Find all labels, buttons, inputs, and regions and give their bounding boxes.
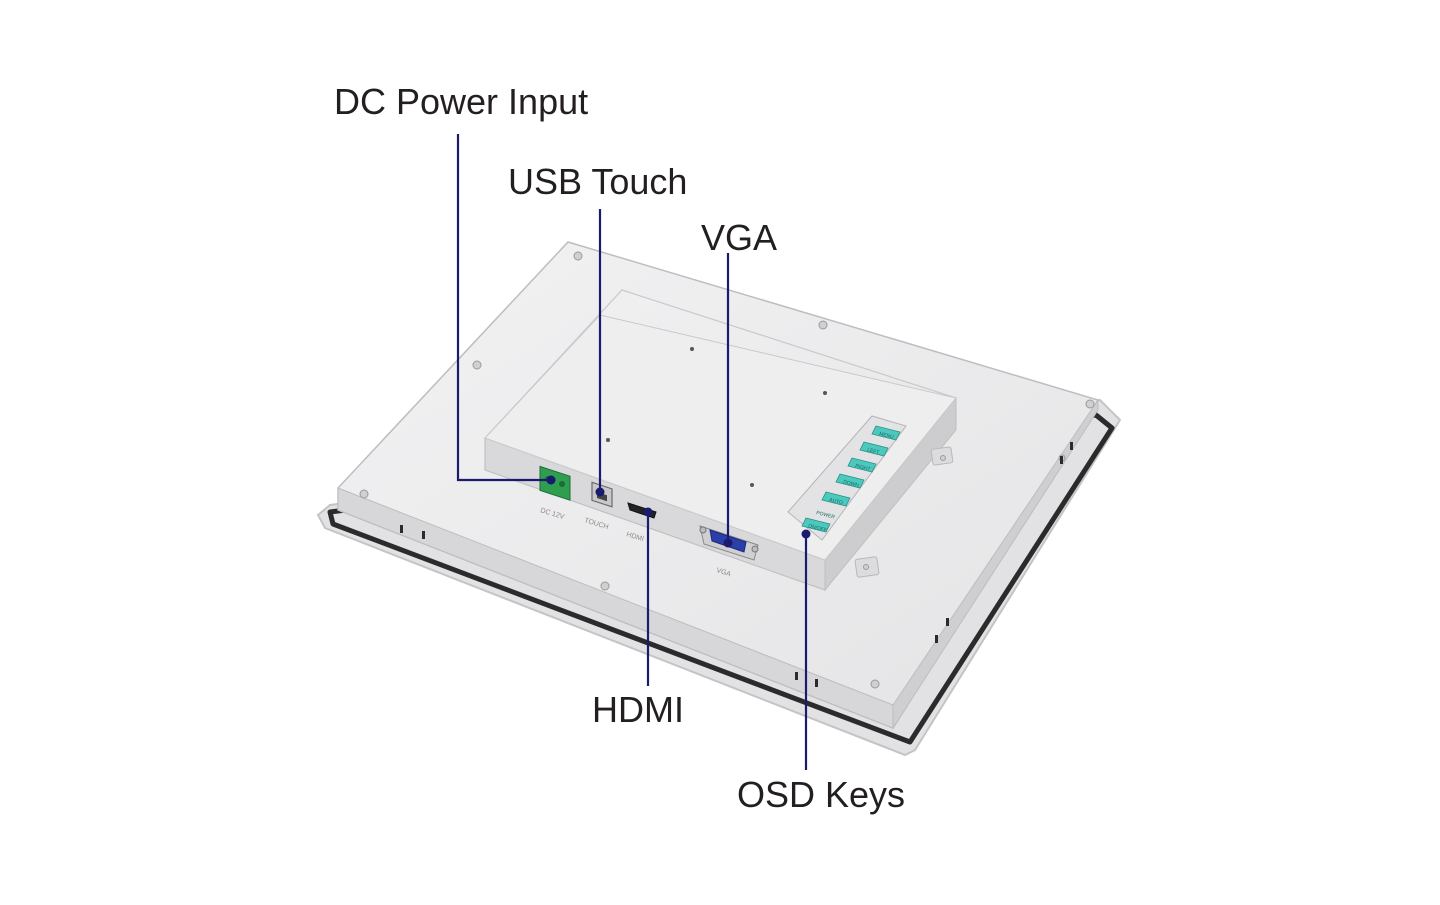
callout-hdmi: HDMI <box>592 689 684 730</box>
osd-key-right[interactable] <box>847 457 877 473</box>
callout-usb-touch: USB Touch <box>508 161 688 202</box>
callout-osd-keys: OSD Keys <box>737 774 906 815</box>
callout-vga: VGA <box>701 217 778 258</box>
leader-lines <box>456 134 808 770</box>
osd-keys <box>801 425 901 533</box>
osd-key-label: ON/OFF <box>808 523 828 533</box>
rear-panel-right-edge <box>892 398 1099 730</box>
osd-key-down[interactable] <box>835 473 865 489</box>
hdmi-port-label: HDMI <box>625 531 644 543</box>
osd-key-labels: MENU LEFT RIGHT DOWN AUTO ON/OFF POWER <box>808 431 895 533</box>
osd-key-label: RIGHT <box>855 463 872 473</box>
osd-key-auto[interactable] <box>821 491 851 507</box>
osd-key-onoff[interactable] <box>801 517 831 533</box>
osd-key-label: AUTO <box>829 497 844 506</box>
osd-key-label: MENU <box>879 431 895 440</box>
osd-key-label: LEFT <box>867 447 880 456</box>
leader-dc-power <box>456 134 551 482</box>
osd-key-left[interactable] <box>859 441 889 457</box>
plate-holes <box>606 347 827 487</box>
leader-endpoints <box>546 475 811 548</box>
osd-key-menu[interactable] <box>871 425 901 441</box>
power-label: POWER <box>816 510 836 520</box>
callout-dc-power-input: DC Power Input <box>334 81 589 122</box>
screws <box>359 251 1095 689</box>
osd-key-label: DOWN <box>843 479 860 489</box>
panel-slots <box>400 442 1073 687</box>
vga-port-label: VGA <box>715 567 731 578</box>
